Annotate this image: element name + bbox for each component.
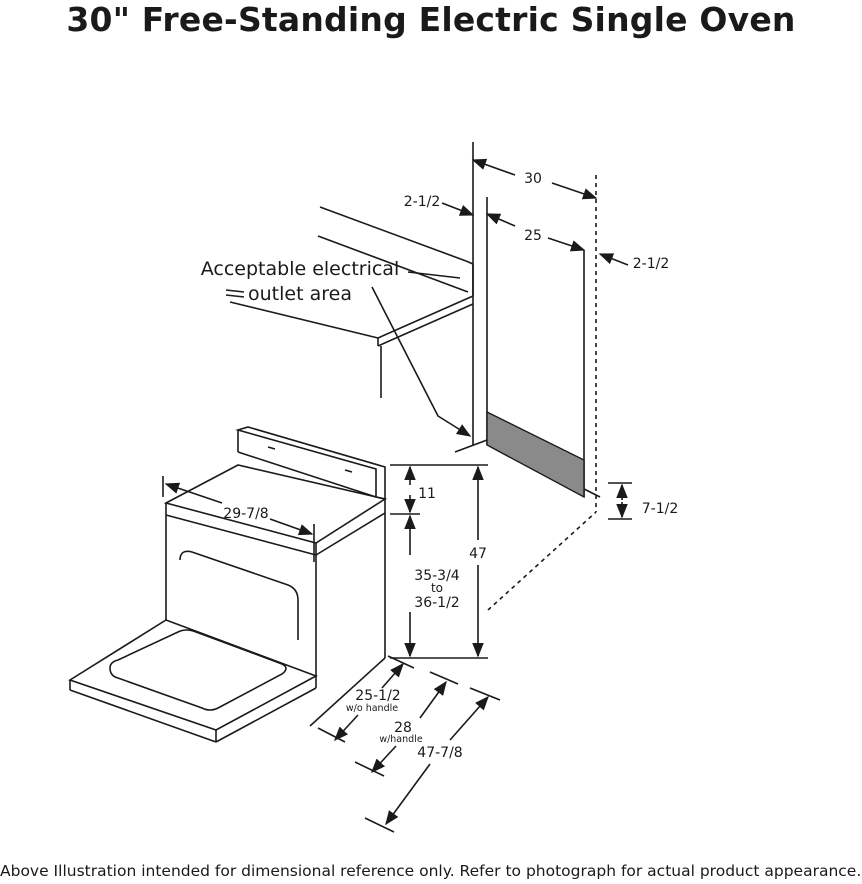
outlet-area (486, 410, 585, 499)
dim-backguard-height: 11 (418, 486, 436, 502)
dim-overall-height: 47 (469, 546, 487, 562)
page-title: 30" Free-Standing Electric Single Oven (66, 0, 796, 39)
dim-depth-with-handle: 28 (394, 720, 412, 736)
dim-outlet-height: 7-1/2 (642, 501, 679, 517)
dim-cutout-width: 30 (524, 171, 542, 187)
dim-depth-without-handle: 25-1/2 (355, 688, 400, 704)
dim-range-width: 29-7/8 (223, 506, 268, 522)
cabinet-cutout (454, 142, 601, 611)
dim-depth-door-open: 47-7/8 (417, 745, 462, 761)
dim-cooktop-height-max: 36-1/2 (414, 595, 459, 611)
dim-cabinet-width: 25 (524, 228, 542, 244)
callout-label-line2: outlet area (248, 283, 352, 305)
dim-depth-with-handle-note: w/handle (379, 734, 423, 745)
dim-side-gap-right: 2-1/2 (633, 256, 670, 272)
callout-leader (371, 286, 472, 437)
range (68, 426, 388, 743)
dim-cooktop-height-to: to (431, 581, 443, 595)
dim-cooktop-height-min: 35-3/4 (414, 568, 459, 584)
disclaimer-text: Above Illustration intended for dimensio… (0, 862, 862, 880)
callout-label-line1: Acceptable electrical (201, 258, 399, 280)
dim-side-gap-left: 2-1/2 (404, 194, 441, 210)
dim-depth-without-handle-note: w/o handle (346, 703, 398, 714)
